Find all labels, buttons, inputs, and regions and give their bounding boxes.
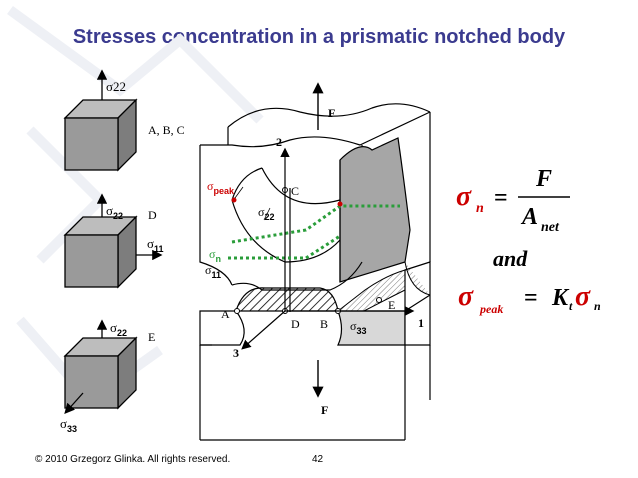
force-bottom-label: F [321,403,328,417]
svg-text:t: t [569,299,573,313]
cube-bottom [63,319,138,414]
svg-text:net: net [541,220,560,235]
point-b-label: B [320,317,328,331]
svg-text:peak: peak [479,302,503,316]
point-c-label: C [291,184,299,198]
force-top-label: F [328,106,335,120]
formula-and: and [493,246,528,271]
cube-top [63,69,138,172]
sigma11-body-label: σ11 [205,263,221,280]
cube-middle-sigma22: σ22 [106,203,123,221]
sigma22-body-label: σ22 [258,205,274,222]
svg-text:A: A [520,204,538,230]
cube-top-points: A, B, C [148,123,185,137]
sigma-n-label: σn [209,247,221,264]
cube-bottom-sigma22: σ22 [110,320,127,338]
svg-text:n: n [476,201,484,216]
svg-text:σ: σ [458,281,474,312]
cube-top-sigma22: σ22 [106,79,126,94]
svg-text:σ: σ [456,181,472,212]
svg-text:σ: σ [575,281,591,312]
svg-text:K: K [551,285,570,311]
footer-page-number: 42 [312,454,324,465]
svg-text:n: n [594,299,601,313]
page-title: Stresses concentration in a prismatic no… [72,26,566,48]
axis-2-label: 2 [276,135,282,149]
cube-middle-point: D [148,208,157,222]
svg-text:F: F [535,166,552,192]
cube-bottom-point: E [148,330,155,344]
formula-sigma-n: σ n = F A net [456,166,570,235]
svg-text:=: = [494,185,508,211]
formula-sigma-peak: σ peak = K t σ n [458,281,601,316]
cube-middle-sigma11: σ11 [147,236,164,254]
svg-text:=: = [524,285,538,311]
notched-body [199,82,431,441]
point-a-label: A [221,307,230,321]
footer-copyright: © 2010 Grzegorz Glinka. All rights reser… [35,454,231,465]
axis-3-label: 3 [233,346,239,360]
cube-middle [63,193,163,289]
sigma33-body-label: σ33 [350,319,366,336]
axis-1-label: 1 [418,316,424,330]
cube-bottom-sigma33: σ33 [60,416,77,434]
point-e-label: E [388,298,395,312]
point-d-label: D [291,317,300,331]
sigma-peak-label: σpeak [207,179,235,196]
